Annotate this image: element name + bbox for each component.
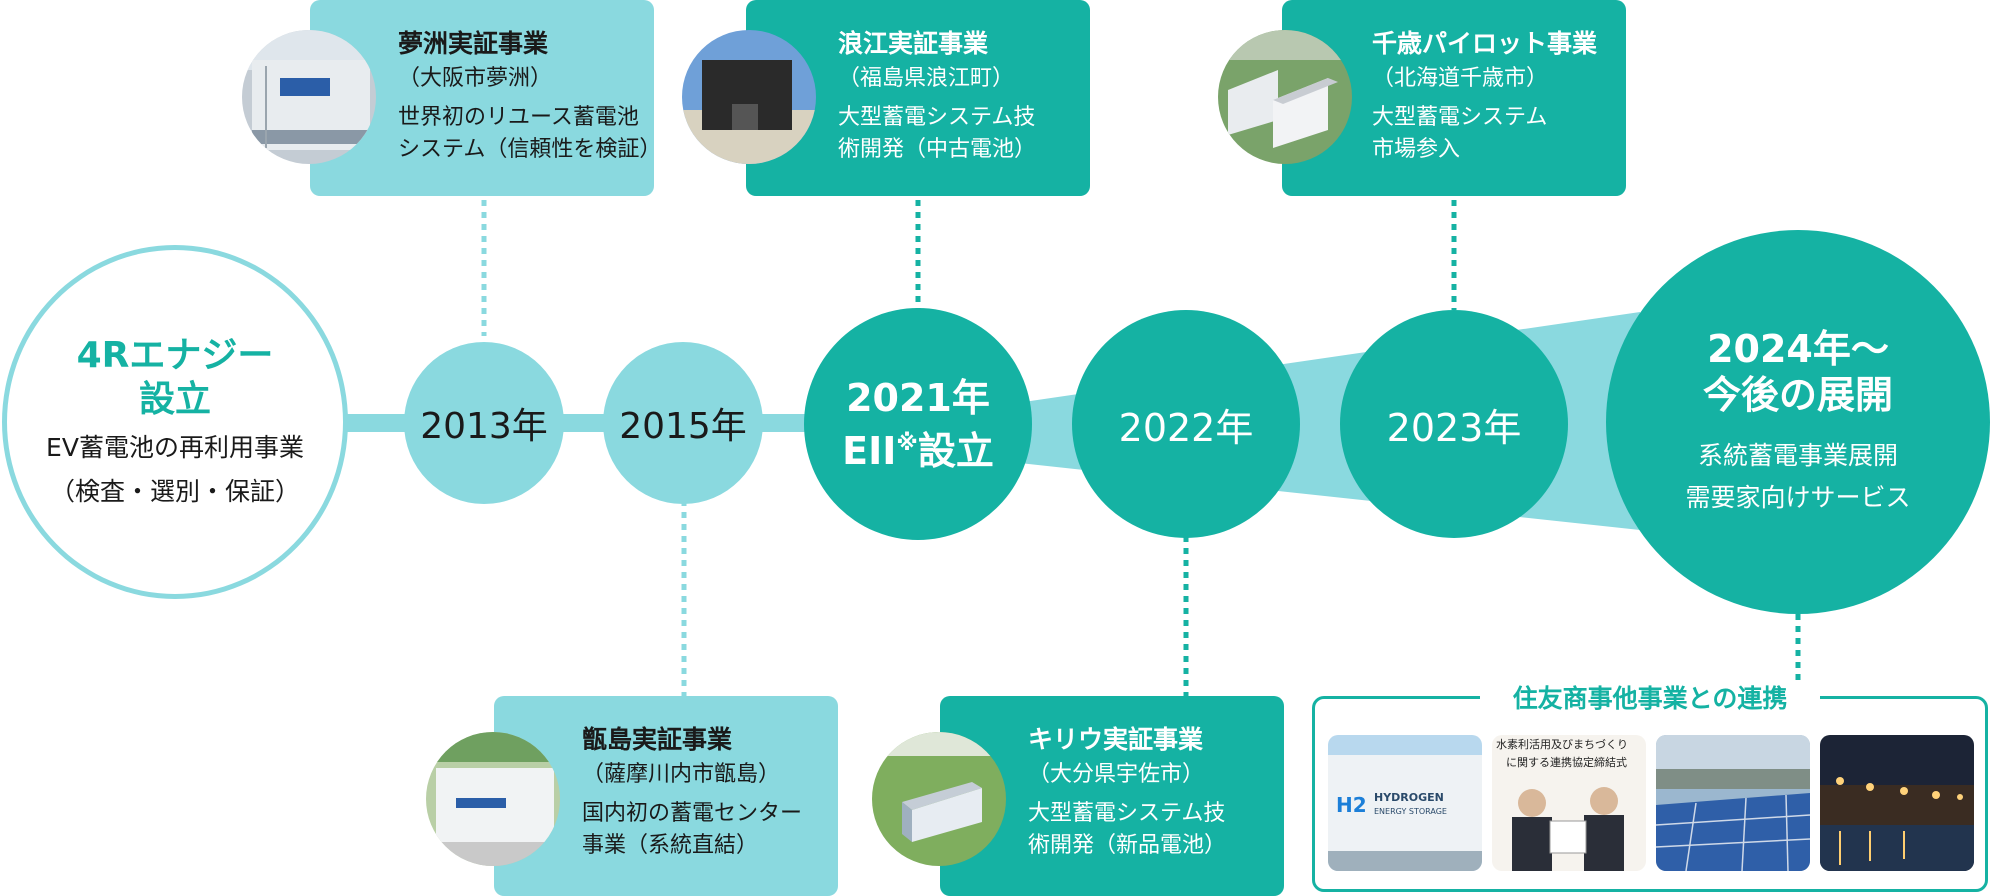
- milestone-2013: 2013年: [404, 342, 564, 504]
- card-kiriu: キリウ実証事業 （大分県宇佐市） 大型蓄電システム技 術開発（新品電池）: [872, 696, 1284, 896]
- card-namie-desc2: 術開発（中古電池）: [838, 137, 1037, 162]
- card-namie-title: 浪江実証事業: [838, 29, 989, 58]
- card-yumeshima: 夢洲実証事業 （大阪市夢洲） 世界初のリユース蓄電池 システム（信頼性を検証）: [242, 0, 661, 196]
- card-namie: 浪江実証事業 （福島県浪江町） 大型蓄電システム技 術開発（中古電池）: [682, 0, 1090, 196]
- start-desc-line2: （検査・選別・保証）: [49, 477, 300, 506]
- card-yumeshima-title: 夢洲実証事業: [398, 29, 549, 58]
- card-yumeshima-desc1: 世界初のリユース蓄電池: [398, 105, 639, 130]
- footnote-mark: ※: [896, 430, 918, 456]
- card-chitose-desc2: 市場参入: [1372, 137, 1461, 162]
- card-koshikishima-photo: [426, 732, 560, 866]
- partner-photo-canal-night: [1820, 735, 1974, 871]
- start-title-line1: 4Rエナジー: [76, 335, 274, 376]
- start-desc-line1: EV蓄電池の再利用事業: [46, 433, 304, 462]
- milestone-2021: 2021年 EII※設立: [804, 308, 1032, 540]
- card-namie-desc1: 大型蓄電システム技: [838, 105, 1036, 130]
- card-kiriu-title: キリウ実証事業: [1028, 725, 1204, 754]
- card-koshikishima: 甑島実証事業 （薩摩川内市甑島） 国内初の蓄電センター 事業（系統直結）: [426, 696, 838, 896]
- card-yumeshima-desc2: システム（信頼性を検証）: [398, 137, 662, 162]
- milestone-2021-line1: 2021年: [846, 375, 990, 420]
- signing-caption-line2: に関する連携協定締結式: [1506, 756, 1627, 769]
- card-koshikishima-desc2: 事業（系統直結）: [582, 833, 759, 858]
- card-namie-photo: [682, 30, 816, 164]
- card-chitose-title: 千歳パイロット事業: [1372, 29, 1598, 58]
- milestone-2024: 2024年～ 今後の展開 系統蓄電事業展開 需要家向けサービス: [1606, 230, 1990, 614]
- partner-photo-solar-panels: [1656, 735, 1810, 871]
- partnership-title: 住友商事他事業との連携: [1480, 682, 1820, 716]
- card-chitose-location: （北海道千歳市）: [1372, 66, 1549, 91]
- card-koshikishima-title: 甑島実証事業: [582, 725, 733, 754]
- card-chitose-photo: [1218, 30, 1352, 164]
- milestone-2015-label: 2015年: [619, 406, 747, 447]
- hydrogen-label: HYDROGEN: [1374, 791, 1444, 804]
- card-chitose-desc1: 大型蓄電システム: [1372, 105, 1548, 130]
- milestone-2024-sub2: 需要家向けサービス: [1685, 483, 1911, 512]
- milestone-2021-line2: EII※設立: [842, 421, 994, 474]
- milestone-2024-line2: 今後の展開: [1702, 373, 1893, 417]
- milestone-2023-label: 2023年: [1386, 405, 1522, 450]
- milestone-2013-label: 2013年: [420, 406, 548, 447]
- start-title-line2: 設立: [138, 379, 211, 420]
- card-kiriu-desc1: 大型蓄電システム技: [1028, 801, 1226, 826]
- partner-photo-signing-ceremony: 水素利活用及びまちづくり に関する連携協定締結式: [1492, 735, 1646, 871]
- card-kiriu-location: （大分県宇佐市）: [1028, 762, 1205, 787]
- eii-label: EII: [842, 428, 897, 473]
- hydrogen-mark: H2: [1336, 793, 1367, 817]
- milestone-2022: 2022年: [1072, 310, 1300, 538]
- card-kiriu-photo: [872, 732, 1006, 866]
- card-kiriu-desc2: 術開発（新品電池）: [1028, 833, 1227, 858]
- card-yumeshima-photo: [242, 30, 376, 164]
- energy-storage-label: ENERGY STORAGE: [1374, 807, 1447, 816]
- milestone-2015: 2015年: [603, 342, 763, 504]
- signing-caption-line1: 水素利活用及びまちづくり: [1496, 738, 1628, 751]
- card-namie-location: （福島県浪江町）: [838, 66, 1015, 91]
- card-yumeshima-location: （大阪市夢洲）: [398, 66, 553, 91]
- partner-photo-hydrogen-storage: H2 HYDROGEN ENERGY STORAGE: [1328, 735, 1482, 871]
- start-4r-energy-circle: 4Rエナジー 設立 EV蓄電池の再利用事業 （検査・選別・保証）: [2, 245, 348, 599]
- establish-label: 設立: [917, 428, 994, 473]
- milestone-2024-line1: 2024年～: [1707, 327, 1889, 371]
- card-koshikishima-desc1: 国内初の蓄電センター: [582, 801, 803, 826]
- milestone-2022-label: 2022年: [1118, 405, 1254, 450]
- card-chitose: 千歳パイロット事業 （北海道千歳市） 大型蓄電システム 市場参入: [1218, 0, 1626, 196]
- card-koshikishima-location: （薩摩川内市甑島）: [582, 762, 781, 787]
- milestone-2024-sub1: 系統蓄電事業展開: [1697, 441, 1898, 470]
- milestone-2023: 2023年: [1340, 310, 1568, 538]
